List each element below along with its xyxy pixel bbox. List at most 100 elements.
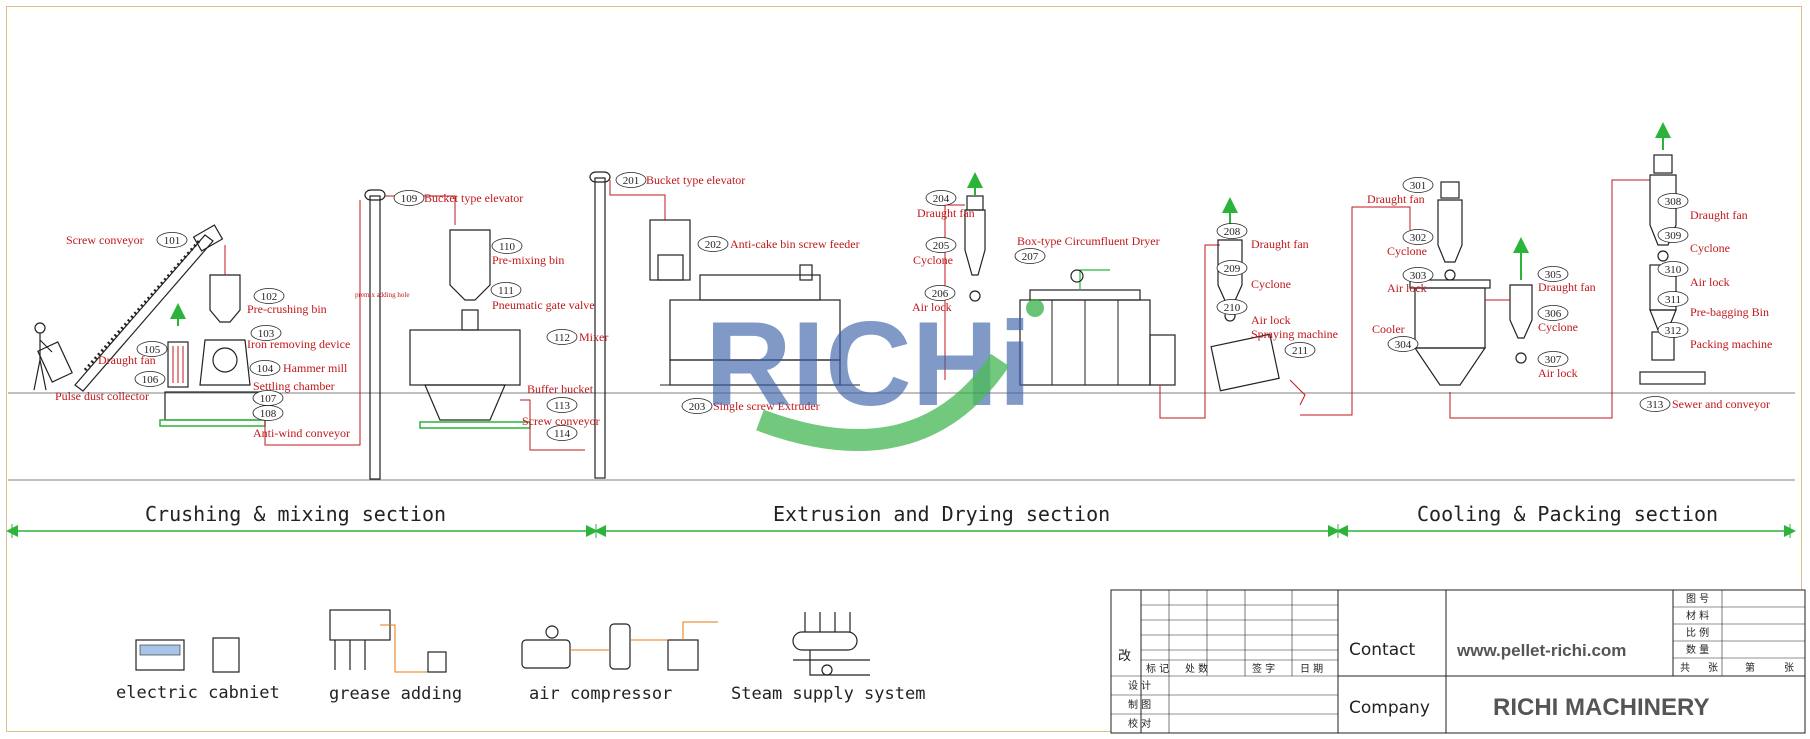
- tb-company-label: Company: [1349, 698, 1430, 718]
- watermark-text: RICHi: [705, 297, 1032, 431]
- number-bubble-text: 211: [1292, 345, 1308, 357]
- number-bubble-text: 114: [554, 428, 571, 440]
- label-settling-chamber: Settling chamber: [253, 379, 335, 393]
- label-air-lock-307: Air lock: [1538, 366, 1578, 380]
- number-bubble-text: 303: [1410, 270, 1427, 282]
- number-bubble-text: 308: [1665, 196, 1682, 208]
- label-anti-cake-bin: Anti-cake bin screw feeder: [730, 237, 860, 251]
- number-bubble-312: 312: [1657, 322, 1689, 338]
- label-screw-conveyor-101: Screw conveyor: [66, 233, 144, 247]
- number-bubble-313: 313: [1639, 396, 1671, 412]
- number-bubble-text: 202: [705, 239, 722, 251]
- number-bubble-103: 103: [250, 325, 282, 341]
- number-bubble-301: 301: [1402, 177, 1434, 193]
- number-bubble-111: 111: [490, 282, 522, 298]
- label-bucket-elevator-201: Bucket type elevator: [646, 173, 745, 187]
- number-bubble-text: 109: [401, 193, 418, 205]
- screw-conveyor-101: [74, 224, 224, 392]
- number-bubble-308: 308: [1657, 193, 1689, 209]
- cooler-304: [1409, 279, 1491, 386]
- label-packing-machine: Packing machine: [1690, 337, 1772, 351]
- tb-sheets-2: 张: [1784, 662, 1794, 674]
- tb-quantity: 数 量: [1686, 643, 1709, 656]
- label-mixer: Mixer: [579, 330, 608, 344]
- number-bubble-text: 101: [164, 235, 181, 247]
- tb-sheet-no: 第: [1745, 661, 1755, 674]
- number-bubble-text: 108: [260, 408, 277, 420]
- number-bubble-text: 112: [554, 332, 570, 344]
- number-bubble-text: 206: [932, 288, 949, 300]
- pulse-dust-collector: [167, 303, 189, 388]
- number-bubble-106: 106: [134, 371, 166, 387]
- settling-chamber: [159, 391, 266, 427]
- utility-air-compressor: air compressor: [521, 621, 718, 704]
- number-bubble-203: 203: [681, 398, 713, 414]
- bucket-elevator-201: [589, 171, 666, 479]
- tb-header-date: 日 期: [1300, 663, 1323, 675]
- label-draught-fan-301: Draught fan: [1367, 192, 1425, 206]
- person-figure: [33, 322, 73, 391]
- hammer-mill-104: [199, 339, 251, 386]
- number-bubble-text: 105: [144, 344, 161, 356]
- title-block: 改 标 记 处 数 签 字 日 期 设 计 制 图 校 对 Contact ww…: [1110, 589, 1806, 734]
- label-pre-crushing-bin: Pre-crushing bin: [247, 302, 327, 316]
- label-single-screw-extruder: Single screw Extruder: [713, 399, 820, 413]
- number-bubble-text: 103: [258, 328, 275, 340]
- number-bubble-306: 306: [1537, 305, 1569, 321]
- label-pre-bagging-bin: Pre-bagging Bin: [1690, 305, 1769, 319]
- label-pneumatic-gate: Pneumatic gate valve: [492, 298, 595, 312]
- label-anti-wind-conveyor: Anti-wind conveyor: [253, 426, 350, 440]
- box-dryer-207: [1019, 269, 1176, 386]
- label-pre-mixing-bin: Pre-mixing bin: [492, 253, 564, 267]
- number-bubble-207: 207: [1014, 248, 1046, 264]
- label-sewer-conveyor: Sewer and conveyor: [1672, 397, 1770, 411]
- number-bubble-208: 208: [1216, 223, 1248, 239]
- number-bubble-304: 304: [1387, 336, 1419, 352]
- section-cooling-packing: Cooling & Packing section: [1417, 502, 1718, 526]
- number-bubble-311: 311: [1657, 291, 1689, 307]
- tb-company-value: RICHI MACHINERY: [1493, 694, 1709, 721]
- number-bubble-210: 210: [1216, 299, 1248, 315]
- number-bubble-text: 306: [1545, 308, 1562, 320]
- number-bubble-text: 310: [1665, 264, 1682, 276]
- number-bubble-206: 206: [924, 285, 956, 301]
- number-bubble-text: 305: [1545, 269, 1562, 281]
- label-premix-adding-hole: premix adding hole: [355, 291, 409, 299]
- pre-crushing-bin-102: [209, 245, 241, 323]
- number-bubble-108: 108: [252, 405, 284, 421]
- mixer-112: [409, 309, 531, 429]
- number-bubble-text: 110: [499, 241, 516, 253]
- number-bubble-text: 107: [260, 393, 277, 405]
- component-labels: Screw conveyor Draught fan Pulse dust co…: [55, 173, 1772, 440]
- number-bubble-text: 301: [1410, 180, 1427, 192]
- label-bucket-elevator-109: Bucket type elevator: [424, 191, 523, 205]
- label-draught-fan-204: Draught fan: [917, 206, 975, 220]
- tb-header-mark: 标 记: [1146, 663, 1169, 675]
- number-bubble-text: 113: [554, 400, 571, 412]
- label-electric-cabinet: electric cabniet: [116, 683, 280, 703]
- label-cyclone-209: Cyclone: [1251, 277, 1291, 291]
- label-hammer-mill: Hammer mill: [283, 361, 348, 375]
- number-bubble-text: 307: [1545, 354, 1562, 366]
- drawing-frame: [6, 6, 1802, 732]
- number-bubble-text: 313: [1647, 399, 1664, 411]
- number-bubble-text: 312: [1665, 325, 1682, 337]
- number-bubble-303: 303: [1402, 267, 1434, 283]
- label-cyclone-306: Cyclone: [1538, 320, 1578, 334]
- tb-header-count: 处 数: [1185, 662, 1208, 675]
- number-bubble-107: 107: [252, 390, 284, 406]
- section-crushing-mixing: Crushing & mixing section: [145, 502, 446, 526]
- pipe-to-cooler: [1300, 206, 1411, 416]
- label-air-lock-310: Air lock: [1690, 275, 1730, 289]
- number-bubble-302: 302: [1402, 229, 1434, 245]
- number-bubble-211: 211: [1284, 342, 1316, 358]
- number-bubble-113: 113: [546, 397, 578, 413]
- number-bubble-text: 309: [1665, 230, 1682, 242]
- tb-scale: 比 例: [1686, 626, 1709, 639]
- section-headers: Crushing & mixing section Extrusion and …: [6, 502, 1796, 538]
- label-air-lock-206: Air lock: [912, 300, 952, 314]
- tb-change-char: 改: [1118, 649, 1131, 664]
- label-draught-fan-105: Draught fan: [98, 353, 156, 367]
- number-bubble-305: 305: [1537, 266, 1569, 282]
- label-air-lock-210: Air lock: [1251, 313, 1291, 327]
